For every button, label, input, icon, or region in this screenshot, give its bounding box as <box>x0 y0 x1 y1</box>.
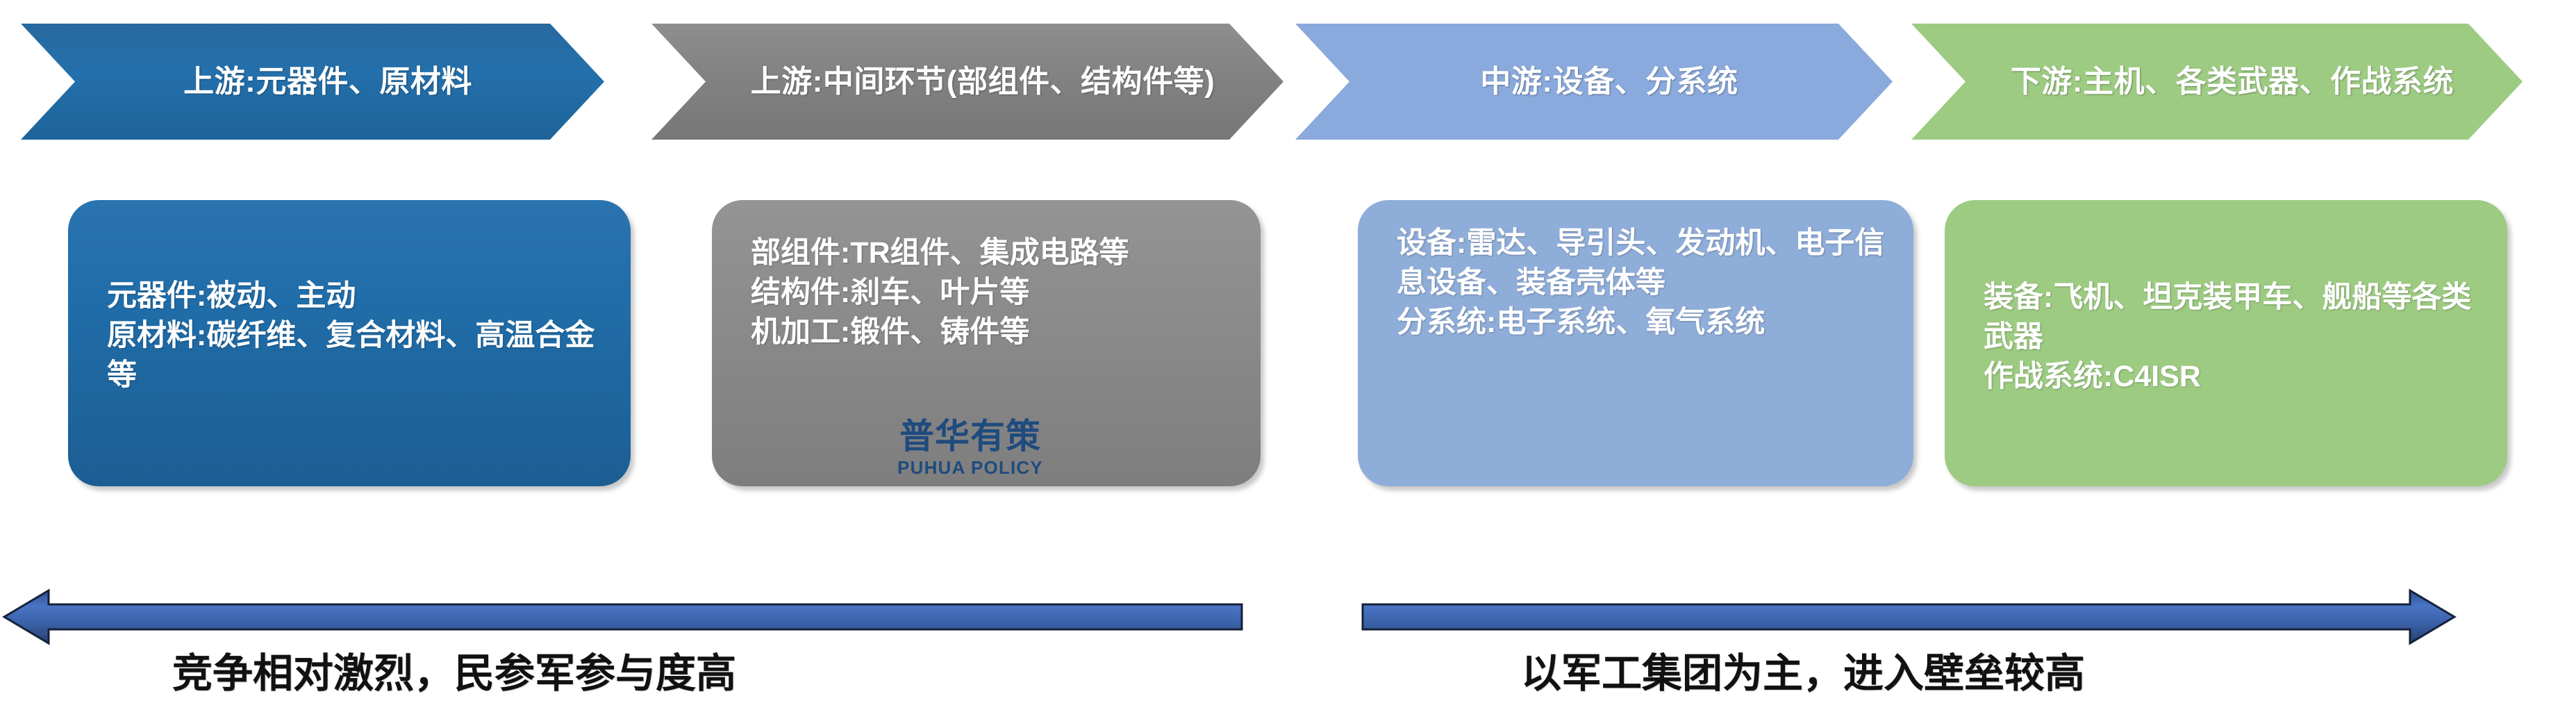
stage-header-upstream-intermediate: 上游:中间环节(部组件、结构件等) <box>651 24 1283 140</box>
right-pointing-arrow <box>1360 582 2457 652</box>
stage-body-text: 元器件:被动、主动 原材料:碳纤维、复合材料、高温合金等 <box>107 279 595 392</box>
right-arrow-icon <box>1361 588 2457 645</box>
stage-header-midstream-equipment: 中游:设备、分系统 <box>1295 24 1893 140</box>
stage-body-midstream-equipment: 设备:雷达、导引头、发动机、电子信息设备、装备壳体等 分系统:电子系统、氧气系统 <box>1358 200 1913 486</box>
stage-header-downstream-platforms: 下游:主机、各类武器、作战系统 <box>1911 24 2523 140</box>
stage-body-upstream-intermediate: 部组件:TR组件、集成电路等 结构件:刹车、叶片等 机加工:锻件、铸件等 <box>712 200 1261 486</box>
left-arrow-icon <box>2 588 1243 645</box>
stage-body-text: 设备:雷达、导引头、发动机、电子信息设备、装备壳体等 分系统:电子系统、氧气系统 <box>1397 226 1885 340</box>
stage-header-label: 上游:元器件、原材料 <box>183 64 472 99</box>
stage-header-label: 下游:主机、各类武器、作战系统 <box>2010 64 2454 99</box>
left-pointing-arrow <box>1 582 1245 652</box>
stage-body-text: 部组件:TR组件、集成电路等 结构件:刹车、叶片等 机加工:锻件、铸件等 <box>751 236 1129 349</box>
stage-header-label: 中游:设备、分系统 <box>1480 64 1738 99</box>
stage-header-label: 上游:中间环节(部组件、结构件等) <box>750 64 1215 99</box>
left-arrow-caption: 竞争相对激烈，民参军参与度高 <box>172 651 737 696</box>
stage-body-text: 装备:飞机、坦克装甲车、舰船等各类武器 作战系统:C4ISR <box>1984 281 2472 394</box>
stage-header-upstream-components: 上游:元器件、原材料 <box>21 24 604 140</box>
stage-body-upstream-components: 元器件:被动、主动 原材料:碳纤维、复合材料、高温合金等 <box>68 200 631 486</box>
right-arrow-caption: 以军工集团为主，进入壁垒较高 <box>1521 651 2086 696</box>
stage-body-downstream-platforms: 装备:飞机、坦克装甲车、舰船等各类武器 作战系统:C4ISR <box>1945 200 2507 486</box>
